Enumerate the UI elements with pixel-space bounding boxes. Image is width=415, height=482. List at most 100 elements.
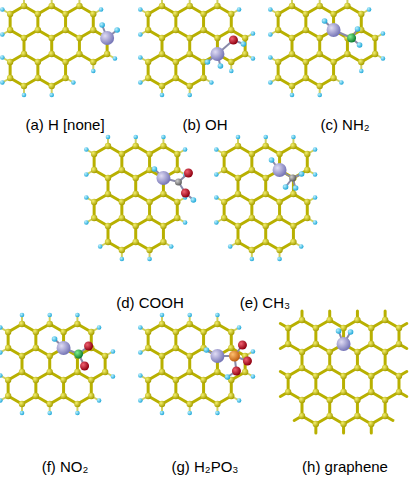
hydrogen-atom [160,313,165,318]
carbon-atom [242,51,248,57]
carbon-atom [382,397,388,403]
carbon-atom [382,413,388,419]
carbon-atom [145,59,151,65]
hydrogen-atom [313,172,318,177]
sp3-carbon-atom [327,23,341,37]
carbon-atom [21,83,27,89]
group-atom [238,341,247,350]
carbon-atom [304,215,310,221]
carbon-atom [105,223,111,229]
carbon-atom [330,75,336,81]
carbon-atom [249,215,255,221]
group-atom [114,27,120,33]
carbon-atom [60,377,66,383]
hydrogen-atom [47,411,52,416]
carbon-atom [88,377,94,383]
carbon-atom [173,345,179,351]
carbon-atom [7,75,13,81]
carbon-atom [228,11,234,17]
carbon-atom [368,389,374,395]
hydrogen-atom [359,69,364,74]
carbon-atom [200,27,206,33]
hydrogen-atom [236,135,241,140]
hydrogen-atom [97,325,102,330]
hydrogen-atom [98,244,103,249]
carbon-atom [327,413,333,419]
carbon-atom [289,35,295,41]
panel-caption: (d) COOH [116,294,184,312]
carbon-atom [187,353,193,359]
hydrogen-atom [268,7,273,12]
carbon-atom [145,27,151,33]
carbon-atom [275,75,281,81]
carbon-atom [146,167,152,173]
carbon-atom [74,369,80,375]
carbon-atom [187,51,193,57]
carbon-atom [187,83,193,89]
group-atom [241,41,247,47]
hydrogen-atom [237,398,242,403]
hydrogen-atom [0,398,3,403]
hydrogen-atom [268,80,273,85]
hydrogen-atom [111,374,116,379]
group-atom [184,169,193,178]
carbon-atom [313,325,319,331]
carbon-atom [299,413,305,419]
hydrogen-atom [138,32,143,37]
carbon-atom [200,75,206,81]
carbon-atom [133,143,139,149]
panel-caption: (g) H₂PO₃ [172,458,239,476]
sp3-carbon-atom [210,349,224,363]
hydrogen-atom [20,411,25,416]
carbon-atom [327,317,333,323]
carbon-atom [35,75,41,81]
carbon-atom [173,59,179,65]
carbon-atom [119,199,125,205]
carbon-atom [242,35,248,41]
carbon-atom [396,389,402,395]
hydrogen-atom [47,313,52,318]
group-atom [181,189,190,198]
carbon-atom [90,27,96,33]
carbon-atom [91,167,97,173]
carbon-atom [368,373,374,379]
carbon-atom [396,325,402,331]
hydrogen-atom [250,257,255,262]
molecule-panel [280,311,406,433]
carbon-atom [285,389,291,395]
carbon-atom [235,143,241,149]
carbon-atom [90,59,96,65]
carbon-atom [62,59,68,65]
carbon-atom [235,239,241,245]
hydrogen-atom [120,257,125,262]
carbon-atom [303,75,309,81]
carbon-atom [159,321,165,327]
molecule-panel [0,0,120,97]
carbon-atom [228,27,234,33]
carbon-atom [33,393,39,399]
carbon-atom [173,377,179,383]
carbon-atom [299,317,305,323]
carbon-atom [304,167,310,173]
carbon-atom [60,329,66,335]
hydrogen-atom [84,147,89,152]
carbon-atom [133,239,139,245]
group-atom [269,157,275,163]
carbon-atom [90,11,96,17]
hydrogen-atom [138,350,143,355]
hydrogen-atom [138,373,143,378]
carbon-atom [76,51,82,57]
carbon-atom [160,239,166,245]
hydrogen-atom [317,93,322,98]
carbon-atom [159,3,165,9]
carbon-atom [313,341,319,347]
carbon-atom [285,341,291,347]
group-atom [355,26,361,32]
hydrogen-atom [106,135,111,140]
molecule-panel [84,135,196,262]
carbon-atom [5,377,11,383]
hydrogen-atom [251,31,256,36]
carbon-atom [276,247,282,253]
carbon-atom [368,341,374,347]
